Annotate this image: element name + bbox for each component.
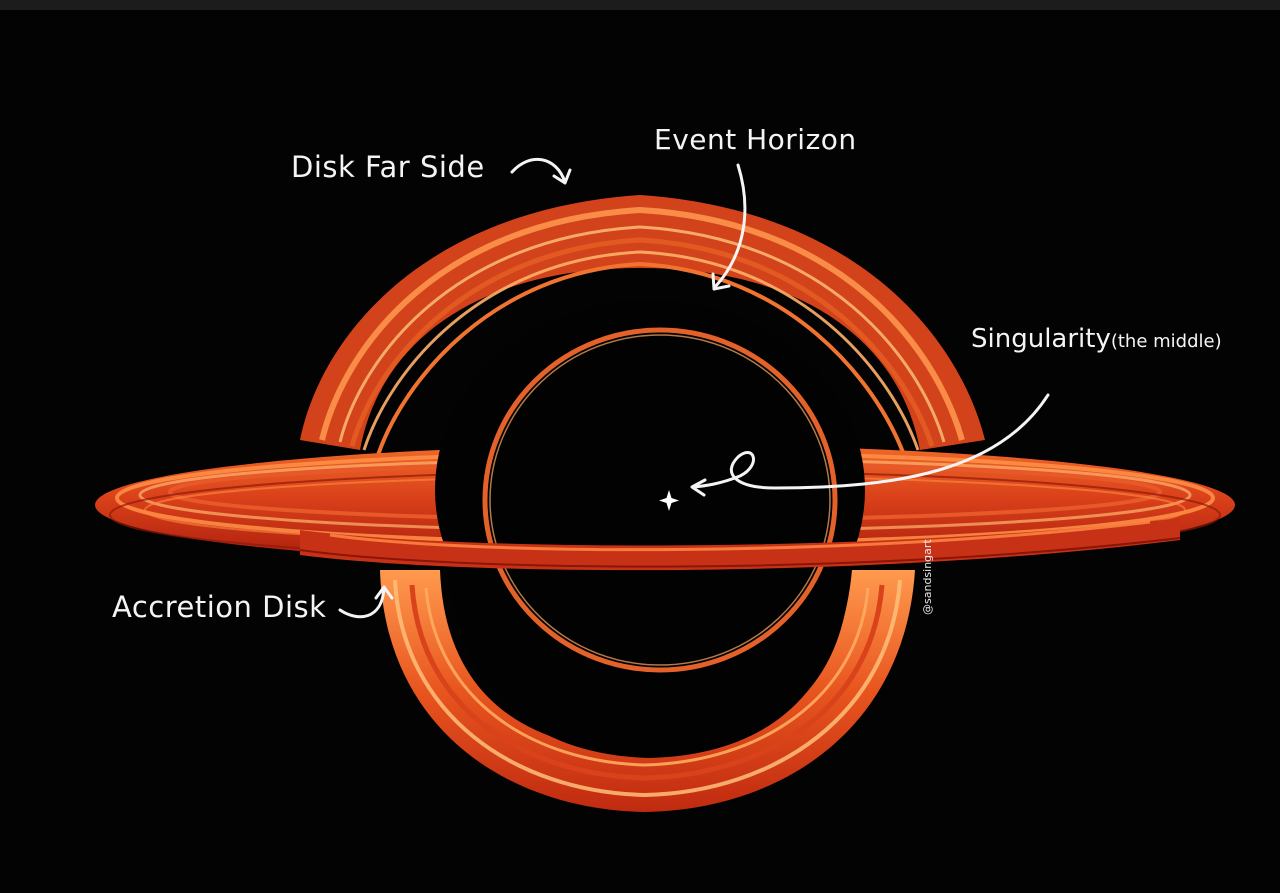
disk-far-side-label: Disk Far Side	[291, 150, 485, 184]
photon-ring	[482, 327, 838, 673]
disk-far-side-arrow-icon	[510, 157, 572, 185]
event-horizon-arrow-icon	[711, 163, 747, 291]
artist-credit: @sandsingart	[921, 539, 934, 615]
singularity-label-text: Singularity	[971, 324, 1111, 354]
disk-near-side-ring	[380, 570, 915, 812]
black-hole-illustration	[95, 157, 1235, 812]
accretion-disk-arrow-icon	[338, 585, 394, 619]
black-hole-diagram: Disk Far Side Event Horizon Singularity(…	[0, 10, 1280, 893]
singularity-marker-icon	[659, 490, 679, 511]
disk-far-side-arc	[300, 195, 985, 456]
accretion-disk-label: Accretion Disk	[112, 590, 327, 624]
singularity-arrow-icon	[690, 393, 1050, 497]
accretion-disk-front	[299, 518, 1181, 571]
singularity-label: Singularity(the middle)	[971, 324, 1222, 354]
event-horizon-label: Event Horizon	[654, 123, 857, 156]
singularity-note: (the middle)	[1110, 331, 1222, 352]
